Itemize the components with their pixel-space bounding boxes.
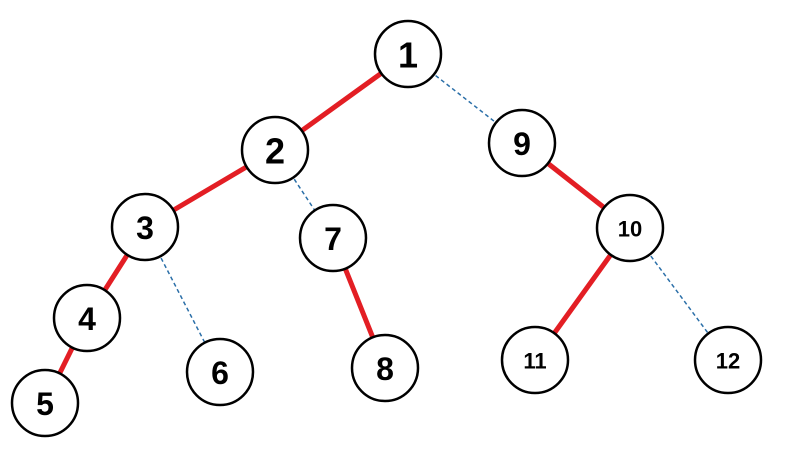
node-label-5: 5: [36, 386, 54, 422]
node-circle-3: [110, 192, 180, 262]
tree-node-8: 8: [350, 333, 420, 403]
node-circle-10: [595, 193, 665, 263]
node-circle-5: [10, 368, 80, 438]
node-circle-7: [298, 203, 368, 273]
tree-node-3: 3: [110, 192, 180, 262]
tree-node-4: 4: [52, 283, 122, 353]
node-circle-6: [185, 337, 255, 407]
tree-node-5: 5: [10, 368, 80, 438]
node-circle-12: [693, 325, 763, 395]
node-label-6: 6: [211, 355, 229, 391]
node-circle-2: [240, 115, 310, 185]
node-label-3: 3: [136, 210, 154, 246]
node-label-10: 10: [618, 217, 642, 242]
node-circle-8: [350, 333, 420, 403]
tree-node-10: 10: [595, 193, 665, 263]
node-label-9: 9: [513, 126, 531, 162]
node-label-2: 2: [265, 131, 285, 172]
tree-node-2: 2: [240, 115, 310, 185]
tree-node-7: 7: [298, 203, 368, 273]
node-label-1: 1: [398, 35, 418, 76]
node-label-11: 11: [523, 349, 546, 374]
tree-node-6: 6: [185, 337, 255, 407]
node-circle-9: [487, 108, 557, 178]
tree-node-1: 1: [373, 19, 443, 89]
tree-node-11: 11: [500, 325, 570, 395]
node-label-4: 4: [78, 301, 96, 337]
tree-node-12: 12: [693, 325, 763, 395]
node-circle-1: [373, 19, 443, 89]
node-circle-4: [52, 283, 122, 353]
node-label-8: 8: [376, 351, 394, 387]
node-circle-11: [500, 325, 570, 395]
node-label-7: 7: [324, 221, 342, 257]
tree-node-9: 9: [487, 108, 557, 178]
node-label-12: 12: [716, 349, 740, 374]
